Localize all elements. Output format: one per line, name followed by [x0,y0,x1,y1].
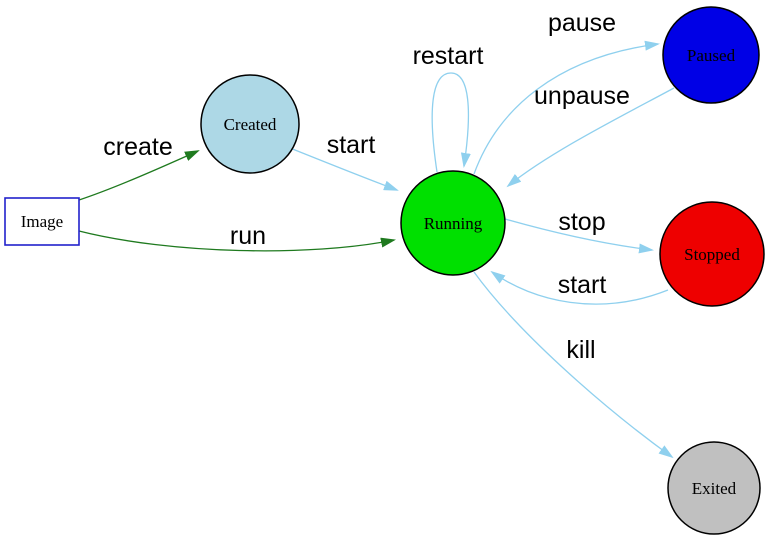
kill-edge [473,271,674,459]
restart-edge-label: restart [413,42,484,70]
kill-edge-label: kill [566,336,595,364]
image-node [4,197,80,246]
create-edge-label: create [103,133,172,161]
restart-self-loop-edge [431,72,471,173]
created-node [200,74,300,174]
created-node-label: Created [224,115,277,134]
pause-edge-label: pause [548,9,616,37]
run-edge [78,230,396,252]
stopped-node [659,201,765,307]
stop-edge [504,218,654,254]
stop-edge-label: stop [558,208,605,236]
run-edge-label: run [230,222,266,250]
start-from-stopped-edge-label: start [558,271,607,299]
unpause-edge [506,87,675,188]
pause-edge [473,40,660,175]
paused-node [662,6,760,104]
start-from-stopped-edge [490,270,669,305]
running-node-label: Running [424,214,483,233]
stopped-node-label: Stopped [684,245,740,264]
create-edge [78,150,200,201]
paused-node-label: Paused [687,46,736,65]
exited-node [667,441,761,535]
start-edge [289,147,399,191]
exited-node-label: Exited [692,479,737,498]
image-node-label: Image [21,212,63,231]
running-node [400,170,506,276]
start-edge-label: start [327,131,376,159]
unpause-edge-label: unpause [534,82,630,110]
